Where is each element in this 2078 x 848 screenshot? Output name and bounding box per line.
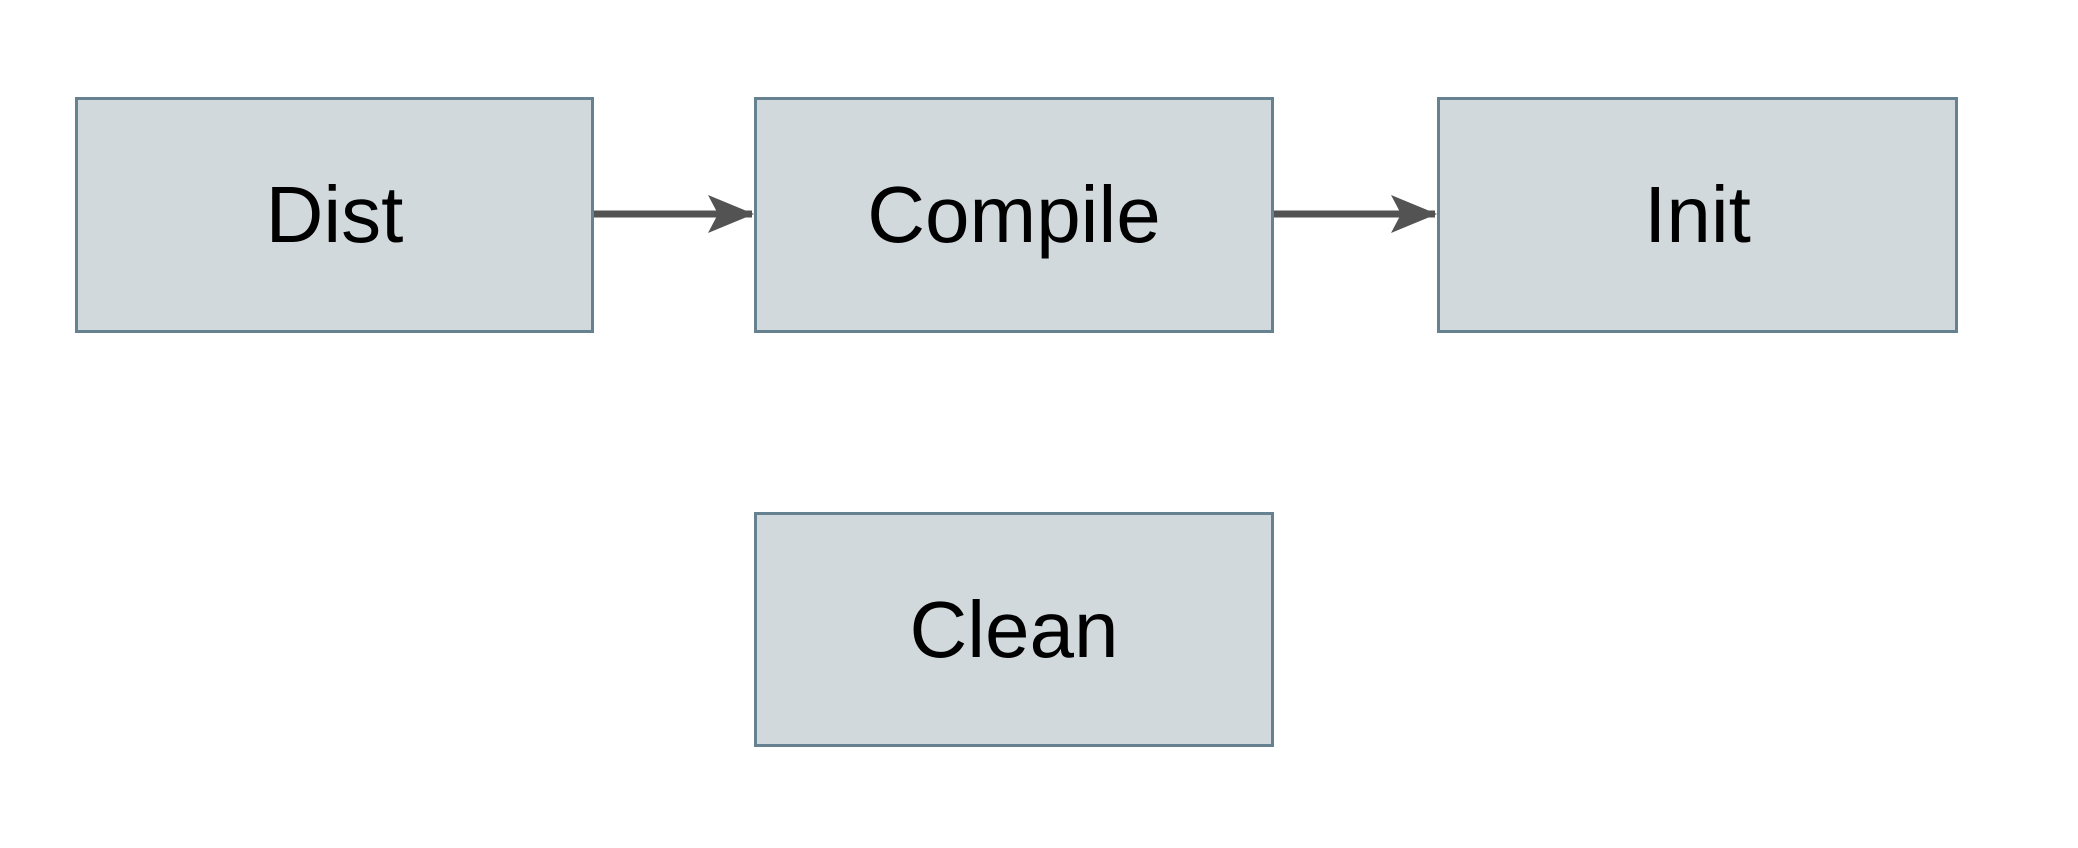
node-init-label: Init (1644, 170, 1751, 259)
node-dist: Dist (75, 97, 594, 333)
node-compile: Compile (754, 97, 1274, 333)
node-init: Init (1437, 97, 1958, 333)
node-compile-label: Compile (867, 170, 1161, 259)
node-clean: Clean (754, 512, 1274, 747)
node-clean-label: Clean (909, 584, 1119, 674)
node-dist-label: Dist (265, 170, 404, 259)
